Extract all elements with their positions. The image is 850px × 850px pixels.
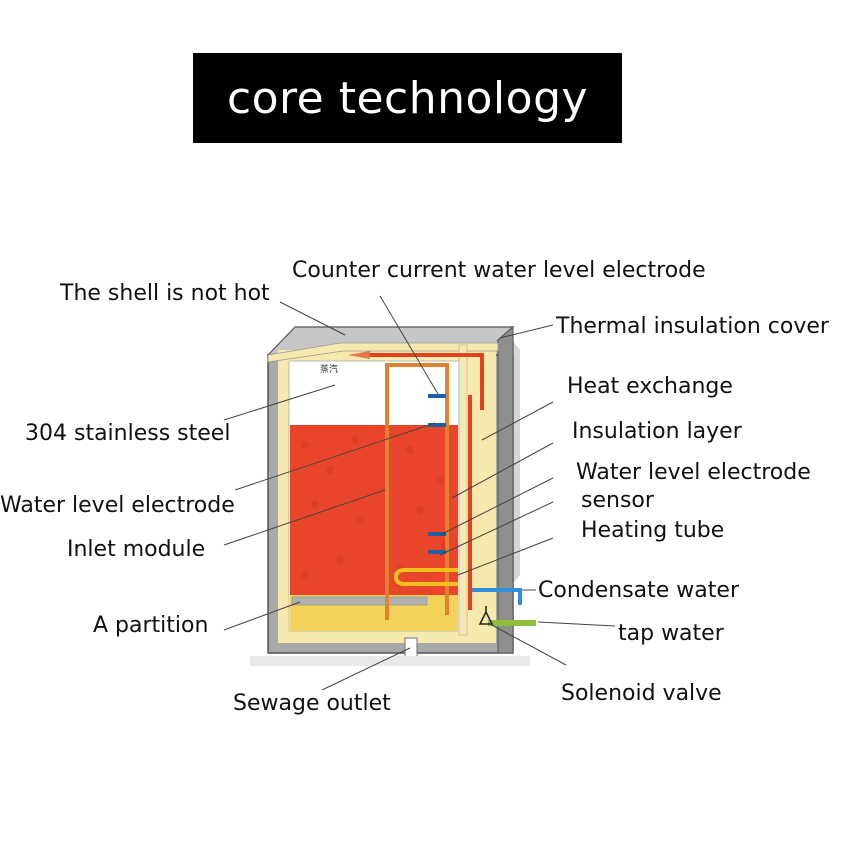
- condensate-pipe: [472, 588, 522, 605]
- label-thermal-cover: Thermal insulation cover: [555, 314, 830, 339]
- steam-arrow: [348, 351, 370, 359]
- tap-water-pipe: [488, 620, 536, 626]
- label-wl-sensor-2: sensor: [581, 488, 655, 513]
- label-shell-not-hot: The shell is not hot: [59, 281, 270, 306]
- label-partition: A partition: [93, 613, 208, 638]
- leader-lines: [223, 295, 616, 691]
- label-inlet-module: Inlet module: [67, 537, 205, 562]
- label-solenoid: Solenoid valve: [561, 681, 722, 706]
- floor-shadow: [250, 656, 530, 666]
- label-counter-current: Counter current water level electrode: [292, 258, 706, 283]
- page-title: core technology: [226, 72, 589, 124]
- shell-shadow: [512, 340, 520, 585]
- inlet-pipe: [385, 363, 449, 620]
- right-panel: [497, 325, 514, 654]
- label-heating-tube: Heating tube: [581, 518, 724, 543]
- label-wl-sensor-1: Water level electrode: [576, 460, 811, 485]
- thermal-cover-layer: [267, 342, 499, 363]
- hot-water: [290, 425, 458, 595]
- counter-electrode-2: [428, 423, 446, 427]
- heating-tube: [393, 568, 458, 586]
- label-condensate: Condensate water: [538, 578, 740, 603]
- label-sewage: Sewage outlet: [233, 691, 391, 716]
- sewage-outlet: [404, 637, 418, 659]
- title-banner: core technology: [193, 53, 622, 143]
- counter-electrode-1: [428, 394, 446, 398]
- label-heat-exchange: Heat exchange: [567, 374, 733, 399]
- steam-pipe: [370, 353, 484, 410]
- steam-mark: 蒸汽: [320, 363, 338, 375]
- partition-plate: [291, 596, 428, 606]
- level-electrode-1: [428, 532, 446, 536]
- level-electrode-2: [428, 550, 446, 554]
- label-stainless: 304 stainless steel: [25, 421, 230, 446]
- label-tap-water: tap water: [618, 621, 725, 646]
- label-water-level-electrode: Water level electrode: [0, 493, 235, 518]
- label-insulation-layer: Insulation layer: [572, 419, 743, 444]
- solenoid-valve: [478, 610, 494, 625]
